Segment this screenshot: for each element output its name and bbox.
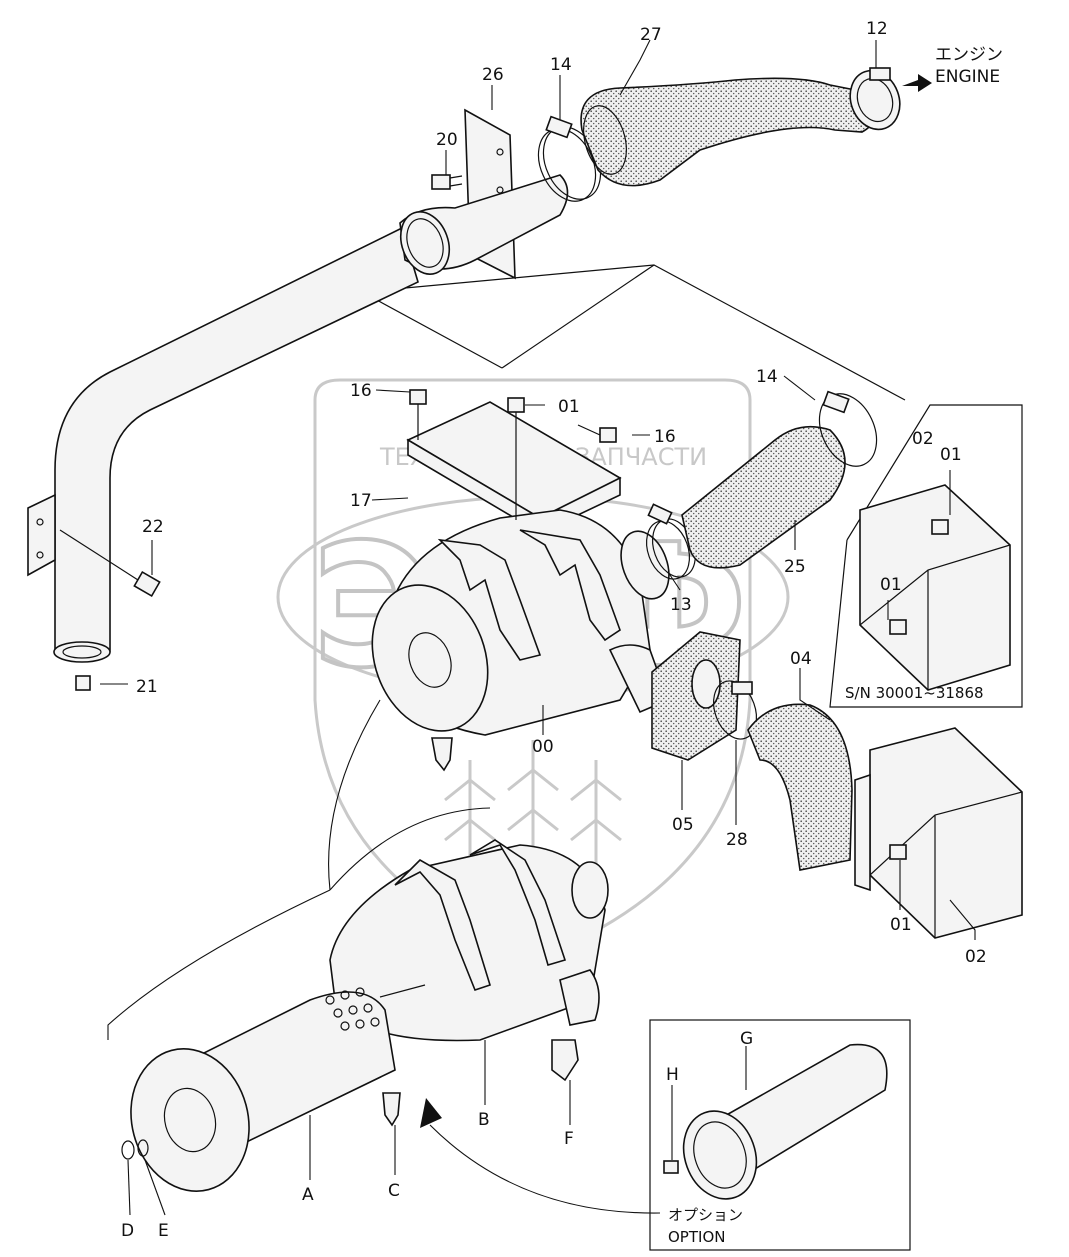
hose-27 — [580, 77, 876, 187]
callout-02-b: 02 — [965, 947, 987, 967]
clamp-28 — [712, 680, 758, 740]
bolt-22 — [59, 529, 161, 598]
callout-25: 25 — [784, 557, 806, 577]
callout-E: E — [158, 1221, 169, 1241]
callout-D: D — [121, 1221, 134, 1241]
callout-B: B — [478, 1110, 490, 1130]
clamp-13 — [645, 503, 697, 580]
hose-25 — [681, 425, 846, 569]
serial-range-label: S/N 30001~31868 — [845, 684, 984, 702]
callout-02-a: 02 — [912, 429, 934, 449]
callout-21: 21 — [136, 677, 158, 697]
callout-26: 26 — [482, 65, 504, 85]
callout-01-d: 01 — [890, 915, 912, 935]
callout-13: 13 — [670, 595, 692, 615]
callout-01-b: 01 — [940, 445, 962, 465]
cover-02-lower — [854, 727, 1023, 939]
clamp-14-mid — [818, 390, 878, 467]
hose-04 — [747, 703, 853, 871]
option-label-jp: オプション — [668, 1206, 743, 1224]
callout-16-b: 16 — [654, 427, 676, 447]
callout-01-a: 01 — [558, 397, 580, 417]
option-label-en: OPTION — [668, 1228, 725, 1246]
callout-F: F — [564, 1129, 574, 1149]
arrow-head-icon — [420, 1098, 442, 1128]
callout-G: G — [740, 1029, 753, 1049]
callout-16-a: 16 — [350, 381, 372, 401]
callout-14-top: 14 — [550, 55, 572, 75]
plug-21 — [75, 675, 91, 691]
perforation-holes — [325, 987, 380, 1031]
bolt-20 — [431, 174, 463, 190]
callout-12: 12 — [866, 19, 888, 39]
option-box — [649, 1019, 911, 1251]
engine-label-jp: エンジン — [935, 45, 1003, 65]
bolt-01-d — [889, 844, 907, 860]
callout-17: 17 — [350, 491, 372, 511]
arrow-right-icon — [902, 74, 932, 92]
callout-22: 22 — [142, 517, 164, 537]
callout-00: 00 — [532, 737, 554, 757]
callout-C: C — [388, 1181, 400, 1201]
callout-A: A — [302, 1185, 314, 1205]
callout-04: 04 — [790, 649, 812, 669]
bolt-16-a — [409, 389, 427, 440]
engine-label-en: ENGINE — [935, 67, 1000, 87]
callout-28: 28 — [726, 830, 748, 850]
leader-lines — [100, 39, 976, 1216]
bolt-01-a — [507, 397, 525, 520]
option-arrow — [429, 1124, 661, 1214]
callout-05: 05 — [672, 815, 694, 835]
callout-01-c: 01 — [880, 575, 902, 595]
exploded-lower — [107, 699, 609, 1192]
clamp-12 — [849, 67, 901, 131]
callout-20: 20 — [436, 130, 458, 150]
callout-27: 27 — [640, 25, 662, 45]
assembly-outline — [361, 264, 906, 401]
bolt-16-b — [577, 424, 617, 443]
part-callouts: 27 12 26 14 20 16 01 16 14 17 22 25 13 0… — [121, 19, 987, 1241]
serial-inset — [829, 404, 1023, 708]
callout-14-mid: 14 — [756, 367, 778, 387]
flange-26 — [399, 108, 569, 280]
intake-pipe — [27, 226, 419, 663]
callout-H: H — [666, 1065, 679, 1085]
